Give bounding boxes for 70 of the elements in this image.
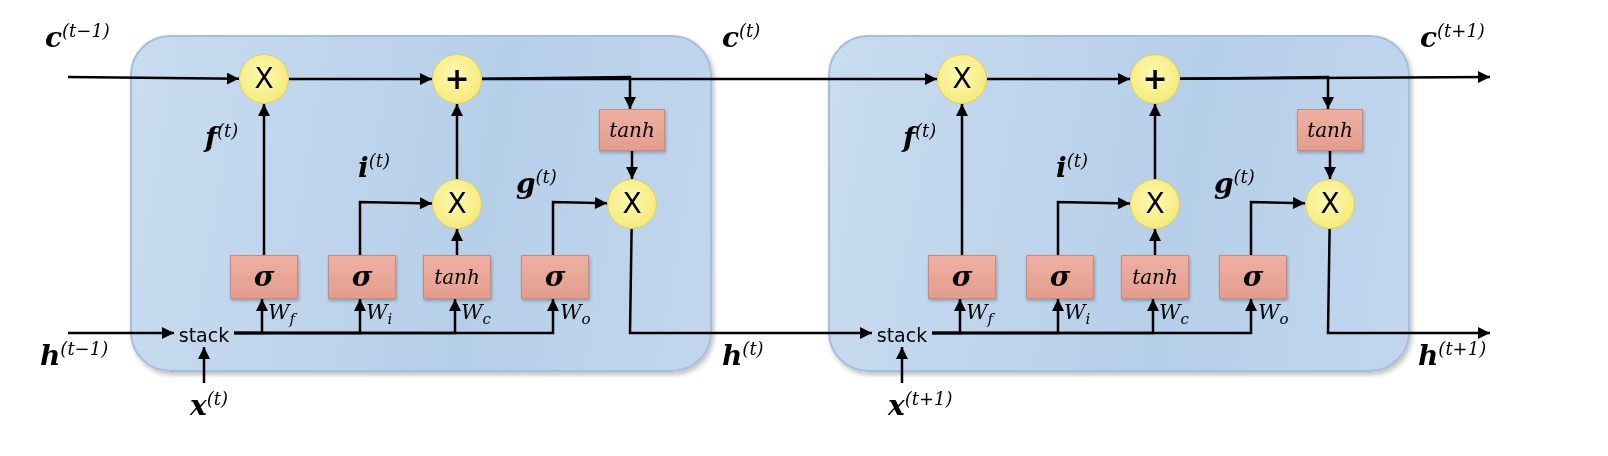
activation-box: σ bbox=[1219, 255, 1287, 299]
edge-label: g$^{(t)}$ bbox=[516, 168, 557, 199]
stack-label: stack bbox=[872, 323, 932, 347]
arrow bbox=[626, 151, 638, 179]
activation-box: σ bbox=[1026, 255, 1094, 299]
weight-label: W$_{c}$ bbox=[461, 302, 491, 328]
edge-label: h$^{(t+1)}$ bbox=[1418, 340, 1487, 371]
arrow bbox=[68, 327, 174, 339]
operation-circle: X bbox=[1130, 179, 1180, 229]
stack-label: stack bbox=[174, 323, 234, 347]
arrow bbox=[234, 299, 559, 335]
arrow bbox=[1324, 151, 1336, 179]
operation-circle: + bbox=[1130, 54, 1180, 104]
activation-box: σ bbox=[230, 255, 298, 299]
weight-label: W$_{f}$ bbox=[268, 302, 296, 328]
edge-label: f$^{(t)}$ bbox=[205, 122, 239, 153]
edge-label: h$^{(t−1)}$ bbox=[40, 340, 109, 371]
activation-box: tanh bbox=[1297, 109, 1363, 151]
arrow bbox=[1326, 229, 1490, 339]
weight-label: W$_{f}$ bbox=[966, 302, 994, 328]
arrow bbox=[1180, 75, 1334, 109]
edge-label: c$^{(t+1)}$ bbox=[1420, 22, 1485, 53]
edge-label: g$^{(t)}$ bbox=[1214, 168, 1255, 199]
arrow bbox=[987, 73, 1130, 85]
arrow bbox=[932, 299, 1257, 335]
arrow bbox=[482, 73, 937, 85]
weight-label: W$_{o}$ bbox=[560, 302, 591, 328]
input-label: x$^{(t)}$ bbox=[190, 383, 280, 427]
arrow bbox=[956, 104, 968, 255]
arrow bbox=[896, 347, 908, 383]
operation-circle: X bbox=[432, 179, 482, 229]
weight-label: W$_{o}$ bbox=[1258, 302, 1289, 328]
operation-circle: + bbox=[432, 54, 482, 104]
cell-panel bbox=[130, 35, 712, 372]
edge-label: c$^{(t−1)}$ bbox=[45, 22, 110, 53]
arrow bbox=[289, 73, 432, 85]
arrow bbox=[1180, 71, 1490, 84]
activation-box: tanh bbox=[423, 255, 491, 299]
edge-label: c$^{(t)}$ bbox=[722, 22, 761, 53]
arrow bbox=[451, 104, 463, 179]
cell-panel bbox=[828, 35, 1410, 372]
edge-label: h$^{(t)}$ bbox=[722, 340, 764, 371]
activation-box: σ bbox=[521, 255, 589, 299]
input-label: x$^{(t+1)}$ bbox=[888, 383, 978, 427]
arrow bbox=[258, 104, 270, 255]
activation-box: σ bbox=[328, 255, 396, 299]
edge-label: f$^{(t)}$ bbox=[903, 122, 937, 153]
weight-label: W$_{c}$ bbox=[1159, 302, 1189, 328]
edge-label: i$^{(t)}$ bbox=[1056, 152, 1088, 183]
arrow bbox=[1149, 104, 1161, 179]
arrow bbox=[451, 229, 463, 255]
edge-label: i$^{(t)}$ bbox=[358, 152, 390, 183]
arrow bbox=[68, 72, 239, 85]
arrow bbox=[551, 197, 608, 255]
arrow bbox=[1149, 229, 1161, 255]
arrow bbox=[358, 197, 433, 255]
activation-box: σ bbox=[928, 255, 996, 299]
activation-box: tanh bbox=[599, 109, 665, 151]
arrow bbox=[1249, 197, 1306, 255]
weight-label: W$_{i}$ bbox=[1064, 302, 1091, 328]
operation-circle: X bbox=[937, 54, 987, 104]
operation-circle: X bbox=[239, 54, 289, 104]
arrow bbox=[628, 229, 872, 339]
operation-circle: X bbox=[607, 179, 657, 229]
activation-box: tanh bbox=[1121, 255, 1189, 299]
operation-circle: X bbox=[1305, 179, 1355, 229]
arrow bbox=[482, 75, 636, 109]
weight-label: W$_{i}$ bbox=[366, 302, 393, 328]
arrow bbox=[198, 347, 210, 383]
arrow bbox=[1056, 197, 1131, 255]
